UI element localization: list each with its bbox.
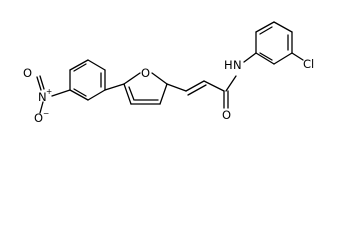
nitrophenyl-ring [69, 59, 106, 101]
amide-aryl-bond [243, 52, 257, 63]
nitro-nitrogen-charge: + [46, 87, 52, 96]
chlorophenyl-ring [255, 21, 293, 65]
nitro-nitrogen-label: N [38, 90, 47, 104]
amide-hydrogen-label: H [224, 58, 233, 72]
biaryl-bond [104, 83, 125, 91]
structure-drawing: O N H O Cl N + O O − [23, 21, 314, 125]
nitro-oxygen-bottom-label: O [34, 111, 43, 125]
carbonyl-oxygen-label: O [222, 108, 231, 122]
amide-nitrogen-label: N [233, 58, 242, 72]
furan-oxygen-label: O [141, 66, 150, 80]
furan-ring [123, 72, 168, 105]
molecule-diagram: O N H O Cl N + O O − [23, 21, 315, 125]
nitro-oxygen-top-label: O [23, 66, 32, 80]
acrylamide-chain [166, 75, 237, 109]
nitro-bonds [36, 75, 71, 114]
chlorine-label: Cl [303, 57, 314, 71]
chlorine-bond [291, 52, 304, 61]
nitro-oxygen-bottom-charge: − [43, 109, 49, 118]
